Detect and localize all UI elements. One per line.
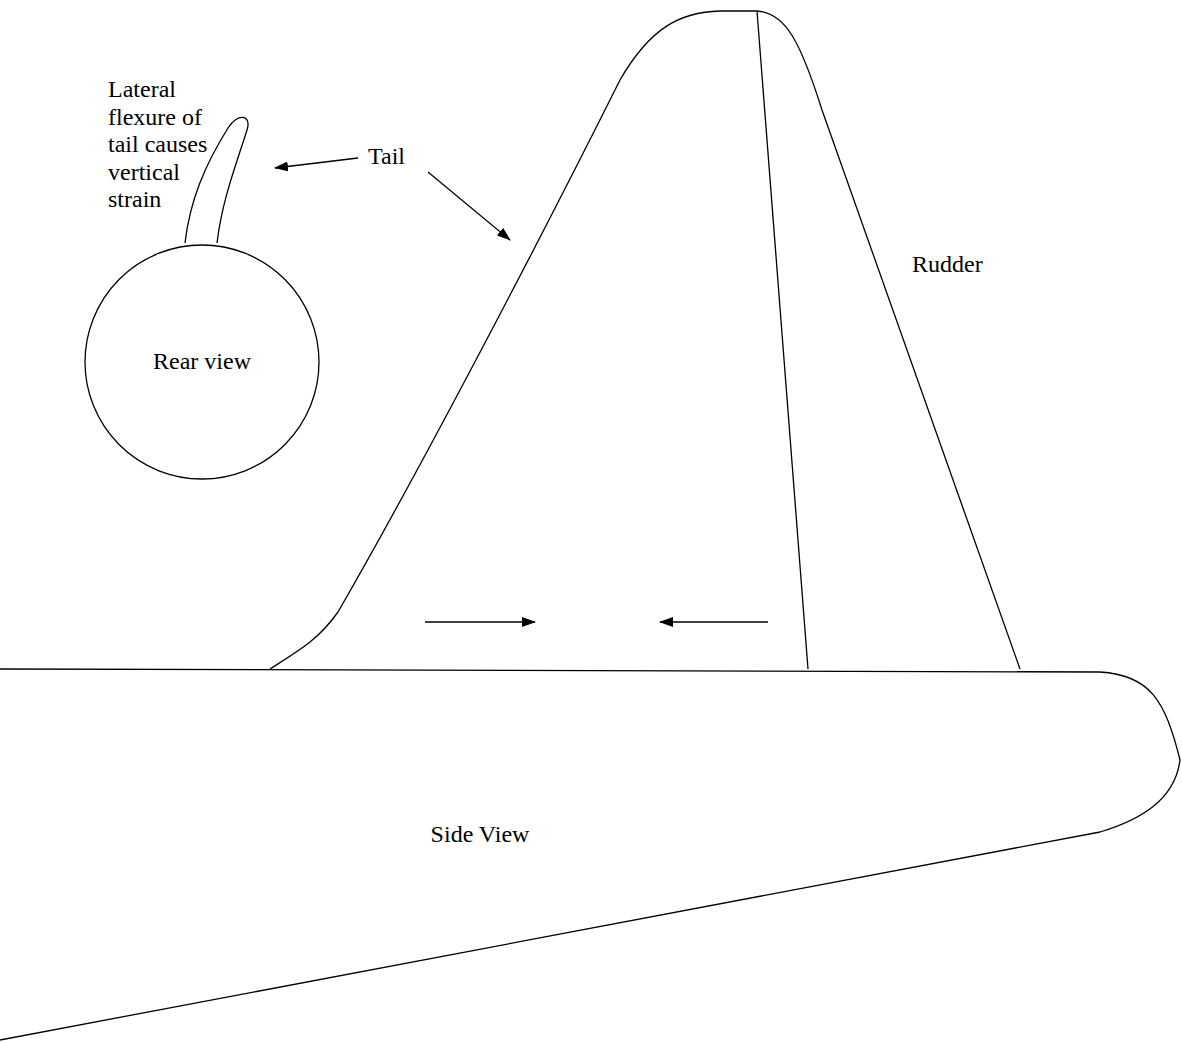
tail-fin-outline — [270, 11, 1020, 669]
strain-arrow — [425, 621, 535, 622]
node-label: Rear view — [153, 348, 251, 376]
strain-arrow — [660, 621, 768, 622]
node-outline — [0, 660, 1182, 1042]
fuselage-side-view: Side View — [0, 660, 1182, 1042]
rear-view-circle: Rear view — [85, 245, 319, 479]
part-label: Tail — [368, 143, 405, 171]
leader-arrow — [275, 158, 358, 168]
note-text: Lateral flexure of tail causes vertical … — [108, 76, 230, 214]
leader-arrow — [428, 172, 510, 240]
node-label: Side View — [431, 821, 530, 849]
part-label: Rudder — [912, 251, 983, 279]
rudder-hinge-line — [757, 11, 808, 669]
